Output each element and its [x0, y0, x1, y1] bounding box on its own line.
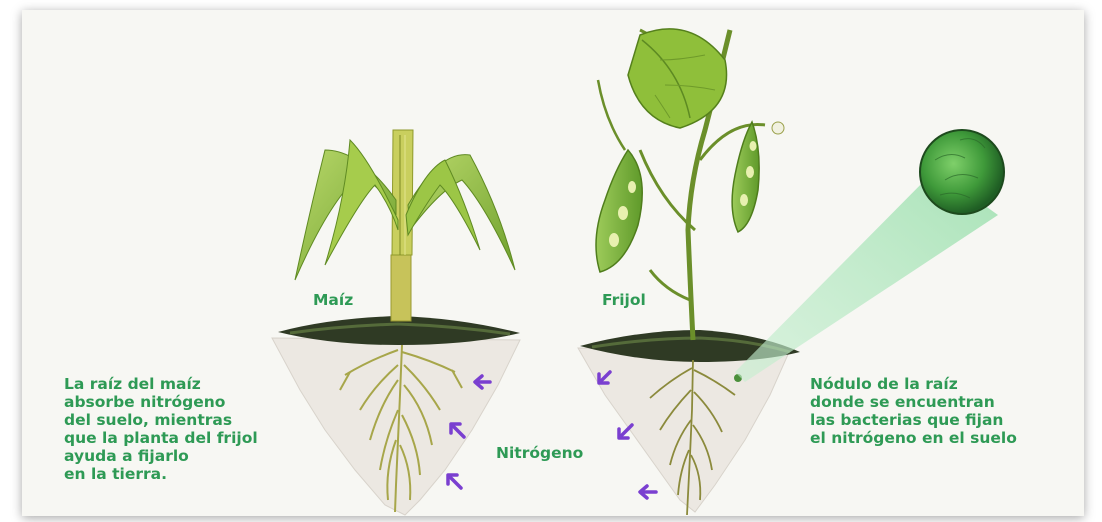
- nodule-zoom-circle: [920, 130, 1004, 214]
- bean-plant: [578, 29, 800, 515]
- nitrogen-arrow-3: [448, 475, 461, 488]
- caption-left: La raíz del maíz absorbe nitrógeno del s…: [64, 375, 258, 483]
- nitrogen-arrow-6: [640, 486, 656, 498]
- bean-pod-right: [732, 122, 759, 232]
- nitrogen-arrow-5: [619, 425, 632, 438]
- label-maiz: Maíz: [313, 291, 353, 309]
- nodule-zoom: [735, 130, 1004, 382]
- caption-right: Nódulo de la raíz donde se encuentran la…: [810, 375, 1017, 447]
- label-nitrogeno: Nitrógeno: [496, 444, 583, 462]
- label-frijol: Frijol: [602, 291, 646, 309]
- maize-plant: [272, 130, 520, 515]
